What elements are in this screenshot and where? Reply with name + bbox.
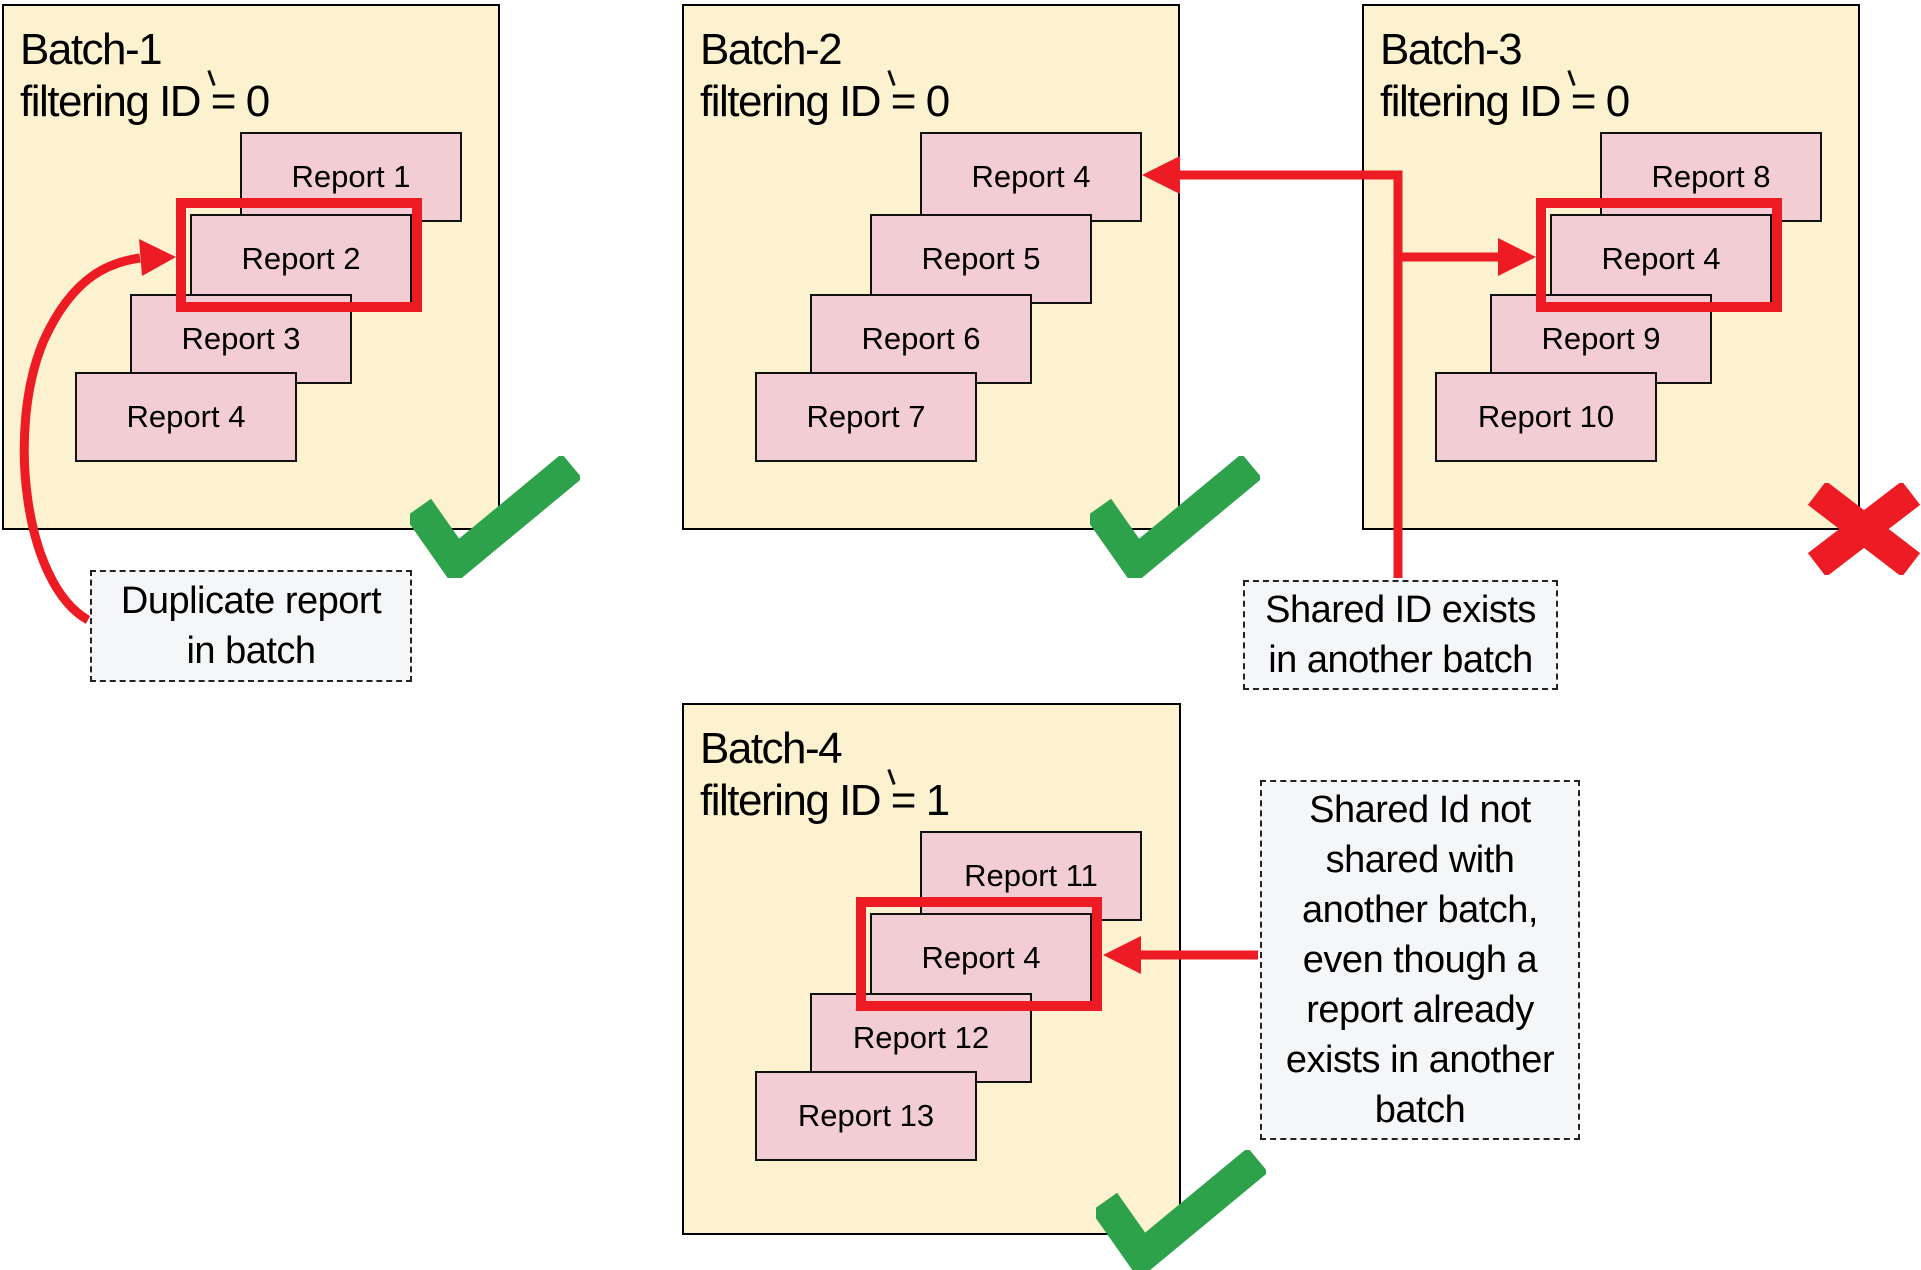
- not-shared-highlight-frame: [856, 897, 1102, 1011]
- batch-4-box: Batch-4 filtering ID = 1 Report 11 Repor…: [682, 703, 1181, 1235]
- report-card: Report 7: [755, 372, 977, 462]
- duplicate-highlight-frame: [176, 198, 422, 312]
- report-card: Report 10: [1435, 372, 1657, 462]
- check-icon: [404, 453, 583, 586]
- batch-1-box: Batch-1 filtering ID = 0 Report 1 Report…: [2, 4, 500, 530]
- shared-id-highlight-frame: [1536, 198, 1782, 312]
- batch-3-title: Batch-3 filtering ID = 0: [1380, 25, 1630, 126]
- batch-3-box: Batch-3 filtering ID = 0 Report 8 Report…: [1362, 4, 1860, 530]
- report-card: Report 4: [75, 372, 297, 462]
- report-card: Report 4: [920, 132, 1142, 222]
- batch-2-title: Batch-2 filtering ID = 0: [700, 25, 950, 126]
- report-card: Report 5: [870, 214, 1092, 304]
- report-card: Report 13: [755, 1071, 977, 1161]
- report-card: Report 6: [810, 294, 1032, 384]
- check-icon: [1084, 453, 1263, 586]
- cross-icon: [1805, 481, 1921, 577]
- shared-id-not-shared-note: Shared Id not shared with another batch,…: [1260, 780, 1580, 1140]
- shared-id-exists-note: Shared ID exists in another batch: [1243, 580, 1558, 690]
- report-card-highlighted: Report 4: [1550, 214, 1772, 304]
- check-icon: [1090, 1147, 1269, 1270]
- batch-2-box: Batch-2 filtering ID = 0 Report 4 Report…: [682, 4, 1180, 530]
- batch-4-title: Batch-4 filtering ID = 1: [700, 724, 950, 825]
- batch-1-title: Batch-1 filtering ID = 0: [20, 25, 270, 126]
- duplicate-report-note: Duplicate report in batch: [90, 570, 412, 682]
